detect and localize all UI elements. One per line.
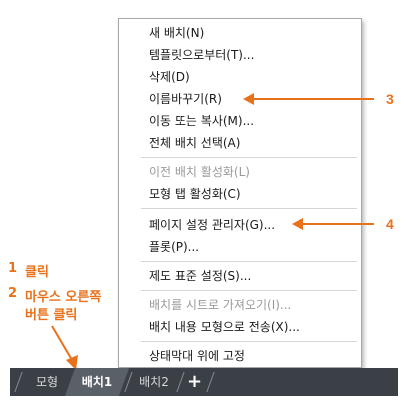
tab-layout2[interactable]: 배치2 [139, 375, 169, 389]
menu-item-activate-previous-layout[interactable]: 이전 배치 활성화(L) [149, 165, 250, 179]
menu-item-dock-above-status-bar[interactable]: 상태막대 위에 고정 [149, 349, 245, 363]
menu-item-rename[interactable]: 이름바꾸기(R) [149, 92, 222, 106]
step-1-label: 클릭 [25, 265, 49, 280]
step-2-number: 2 [8, 286, 18, 301]
menu-separator [141, 261, 357, 262]
menu-item-export-layout-to-model[interactable]: 배치 내용 모형으로 전송(X)... [149, 320, 300, 334]
callout-3-arrow-head [243, 93, 254, 105]
callout-4-number: 4 [386, 216, 394, 232]
tab-layout1[interactable]: 배치1 [81, 375, 113, 389]
add-layout-plus-icon[interactable]: + [187, 371, 203, 392]
menu-item-page-setup-manager[interactable]: 페이지 설정 관리자(G)... [149, 218, 276, 232]
step-pointer-arrow [51, 325, 78, 370]
context-menu: 새 배치(N) 템플릿으로부터(T)... 삭제(D) 이름바꾸기(R) 이동 … [118, 18, 362, 368]
menu-item-from-template[interactable]: 템플릿으로부터(T)... [149, 48, 255, 62]
menu-item-select-all-layouts[interactable]: 전체 배치 선택(A) [149, 136, 241, 150]
step-1-number: 1 [8, 261, 18, 276]
step-2-label-line2: 버튼 클릭 [25, 308, 78, 323]
callout-3-number: 3 [386, 91, 394, 107]
tab-divider [14, 372, 23, 392]
menu-item-delete[interactable]: 삭제(D) [149, 70, 190, 84]
menu-item-move-or-copy[interactable]: 이동 또는 복사(M)... [149, 114, 255, 128]
tab-model[interactable]: 모형 [35, 375, 59, 389]
menu-item-activate-model-tab[interactable]: 모형 탭 활성화(C) [149, 187, 241, 201]
callout-4-arrow-line [301, 223, 374, 225]
menu-separator [141, 341, 357, 342]
callout-4-arrow-head [292, 218, 303, 230]
tab-divider [206, 372, 215, 392]
menu-separator [141, 208, 357, 209]
menu-separator [141, 157, 357, 158]
menu-separator [141, 290, 357, 291]
menu-item-drafting-standards[interactable]: 제도 표준 설정(S)... [149, 269, 252, 283]
layout-tab-bar: 모형 배치1 배치2 + [10, 368, 398, 396]
step-2-label-line1: 마우스 오른쪽 [25, 290, 102, 305]
menu-item-import-layout-as-sheet[interactable]: 배치를 시트로 가져오기(I)... [149, 298, 292, 312]
menu-item-plot[interactable]: 플롯(P)... [149, 240, 200, 254]
callout-3-arrow-line [252, 98, 374, 100]
menu-item-new-layout[interactable]: 새 배치(N) [149, 26, 205, 40]
